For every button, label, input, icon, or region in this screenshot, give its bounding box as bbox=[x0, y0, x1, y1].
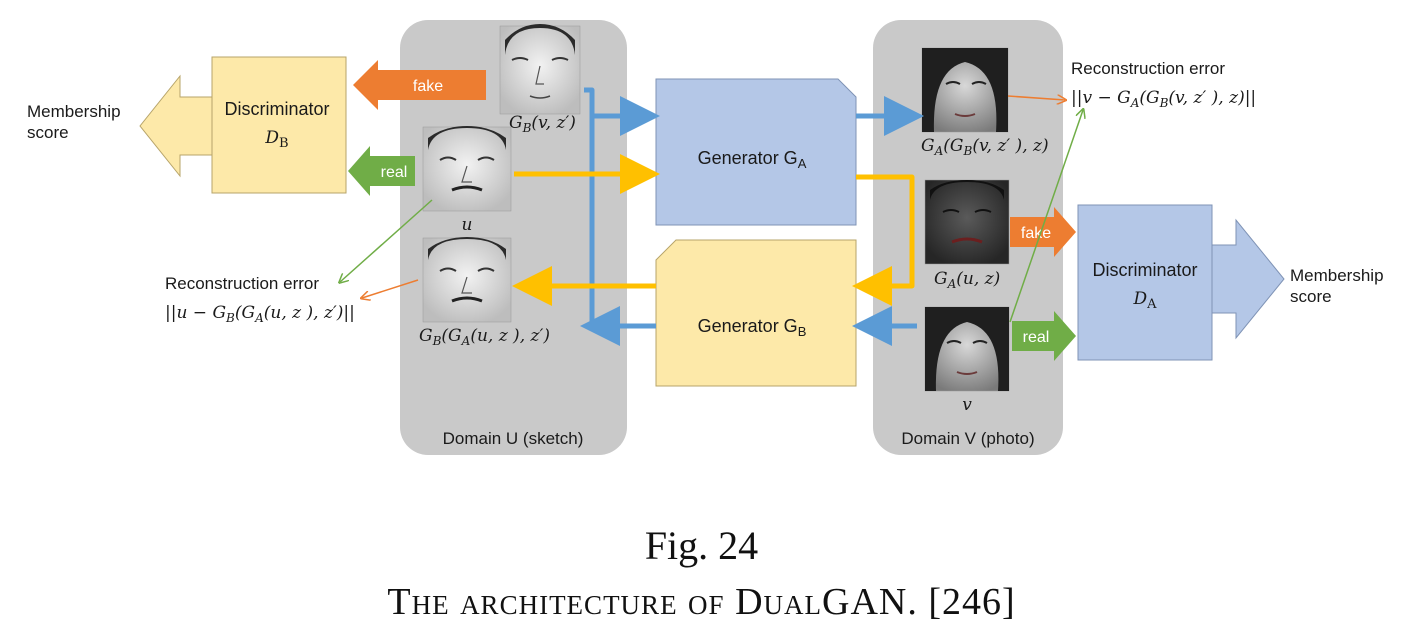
fake-arrow-left: fake bbox=[353, 60, 486, 110]
membership-score-right: Membership score bbox=[1290, 266, 1388, 306]
label-ga-u: GA(u, z) bbox=[934, 269, 1000, 291]
recon-arrow-green-right bbox=[1009, 110, 1083, 323]
recon-arrow-orange-right bbox=[1007, 96, 1065, 100]
figure-number: Fig. 24 bbox=[644, 523, 759, 568]
label-u: u bbox=[462, 215, 473, 235]
sketch-face-u bbox=[422, 126, 512, 212]
membership-score-left: Membership score bbox=[27, 102, 125, 142]
figure-title: The architecture of DualGAN. [246] bbox=[387, 581, 1016, 623]
svg-text:fake: fake bbox=[413, 78, 443, 95]
dualgan-diagram: Domain U (sketch) Domain V (photo) Discr… bbox=[27, 20, 1388, 455]
generator-a-title: Generator GA bbox=[698, 148, 807, 171]
recon-error-right-title: Reconstruction error bbox=[1071, 59, 1225, 78]
discriminator-a-symbol: DA bbox=[1132, 289, 1157, 312]
real-arrow-left: real bbox=[348, 146, 415, 196]
photo-face-ga-gb-v bbox=[921, 47, 1009, 133]
recon-error-left-formula: ||u − GB(GA(u, z ), z′)|| bbox=[165, 303, 355, 325]
discriminator-b: Discriminator DB bbox=[139, 56, 347, 194]
svg-text:fake: fake bbox=[1021, 225, 1051, 242]
label-v: v bbox=[962, 395, 972, 415]
sketch-face-gb-v bbox=[499, 24, 581, 115]
recon-error-right-formula: ||v − GA(GB(v, z′ ), z)|| bbox=[1071, 88, 1256, 110]
discriminator-b-symbol: DB bbox=[264, 128, 288, 151]
domain-u-label: Domain U (sketch) bbox=[443, 429, 584, 448]
real-arrow-right: real bbox=[1012, 311, 1076, 361]
generator-b-title: Generator GB bbox=[698, 316, 807, 339]
recon-arrow-orange-left bbox=[362, 279, 419, 298]
generator-b: Generator GB bbox=[655, 239, 857, 387]
domain-v-label: Domain V (photo) bbox=[901, 429, 1034, 448]
label-ga-gb-v: GA(GB(v, z′ ), z) bbox=[921, 136, 1049, 158]
recon-arrow-green-left bbox=[340, 199, 433, 282]
photo-face-v bbox=[924, 306, 1010, 392]
fake-arrow-right: fake bbox=[1010, 207, 1076, 257]
svg-text:real: real bbox=[1023, 329, 1050, 346]
sketch-face-gb-ga-u bbox=[422, 237, 512, 323]
photo-face-ga-u bbox=[924, 179, 1010, 265]
discriminator-b-title: Discriminator bbox=[224, 99, 329, 119]
membership-arrow-right bbox=[1211, 218, 1285, 340]
discriminator-a: Discriminator DA bbox=[1077, 204, 1285, 361]
svg-text:real: real bbox=[381, 164, 408, 181]
label-gb-ga-u: GB(GA(u, z ), z′) bbox=[419, 326, 550, 348]
generator-a: Generator GA bbox=[655, 78, 857, 226]
blue-flow-gbv-to-ga bbox=[584, 87, 660, 136]
yellow-flow-ga-to-gb bbox=[852, 174, 915, 306]
discriminator-a-title: Discriminator bbox=[1092, 260, 1197, 280]
label-gb-v: GB(v, z′) bbox=[509, 113, 576, 135]
recon-error-left-title: Reconstruction error bbox=[165, 274, 319, 293]
membership-arrow-left bbox=[139, 74, 213, 178]
